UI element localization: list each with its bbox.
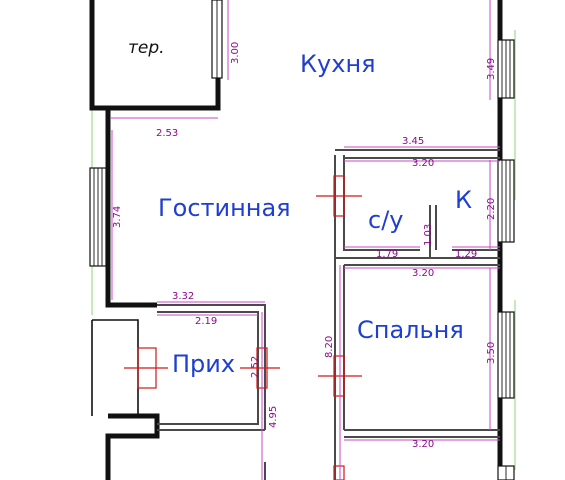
dim-label: 3.74 — [112, 206, 123, 228]
window-bottom — [497, 465, 515, 480]
room-label-hall: Прих — [172, 350, 235, 378]
dim-label: 1.79 — [376, 249, 398, 260]
dim-label: 3.45 — [402, 136, 424, 147]
room-label-k: К — [455, 186, 472, 214]
dim-label: 2.53 — [156, 128, 178, 139]
window-living — [89, 167, 107, 267]
dim-label: 1.29 — [455, 249, 477, 260]
door-entrance — [124, 347, 168, 389]
room-labels: тер. Кухня Гостинная с/у К Прих Спальня — [128, 38, 472, 378]
room-label-terrace: тер. — [128, 38, 165, 58]
dim-label: 1.03 — [423, 224, 434, 246]
room-label-living: Гостинная — [158, 194, 291, 222]
windows — [89, 0, 515, 480]
door-bathroom — [316, 175, 362, 217]
dim-label: 3.00 — [230, 42, 241, 64]
room-label-kitchen: Кухня — [300, 50, 376, 78]
dim-label: 3.20 — [412, 439, 434, 450]
room-label-bedroom: Спальня — [357, 316, 464, 344]
window-k — [497, 159, 515, 243]
dim-label: 3.50 — [486, 342, 497, 364]
dimension-labels: 3.00 3.49 2.53 3.45 3.20 3.74 2.20 1.03 … — [112, 42, 497, 450]
dim-label: 4.95 — [268, 406, 279, 428]
room-label-bathroom: с/у — [368, 206, 403, 234]
door-bottom — [333, 465, 345, 480]
dim-label: 3.49 — [486, 58, 497, 80]
dimension-lines — [110, 0, 500, 480]
dim-label: 2.52 — [250, 356, 261, 378]
window-kitchen — [497, 39, 515, 99]
outer-walls — [89, 0, 503, 480]
dim-label: 3.32 — [172, 291, 194, 302]
dim-label: 3.20 — [412, 268, 434, 279]
window-bedroom — [497, 311, 515, 399]
dim-label: 2.19 — [195, 316, 217, 327]
window-guides — [91, 30, 516, 470]
dim-label: 3.20 — [412, 158, 434, 169]
dim-label: 8.20 — [324, 336, 335, 358]
dim-label: 2.20 — [486, 198, 497, 220]
window-terrace — [211, 0, 223, 79]
